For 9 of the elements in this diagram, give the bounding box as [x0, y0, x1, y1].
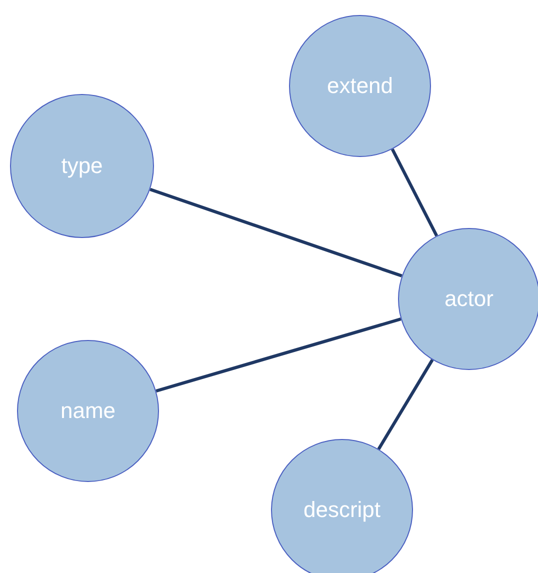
node-label: type [61, 153, 103, 179]
connector-line [156, 317, 402, 393]
node-label: descript [303, 497, 381, 523]
connector-line [377, 359, 434, 450]
connector-line [390, 148, 438, 237]
connector-line [150, 188, 402, 278]
node-label: actor [444, 286, 494, 312]
node-label: name [60, 398, 116, 424]
node-label: extend [326, 73, 394, 99]
